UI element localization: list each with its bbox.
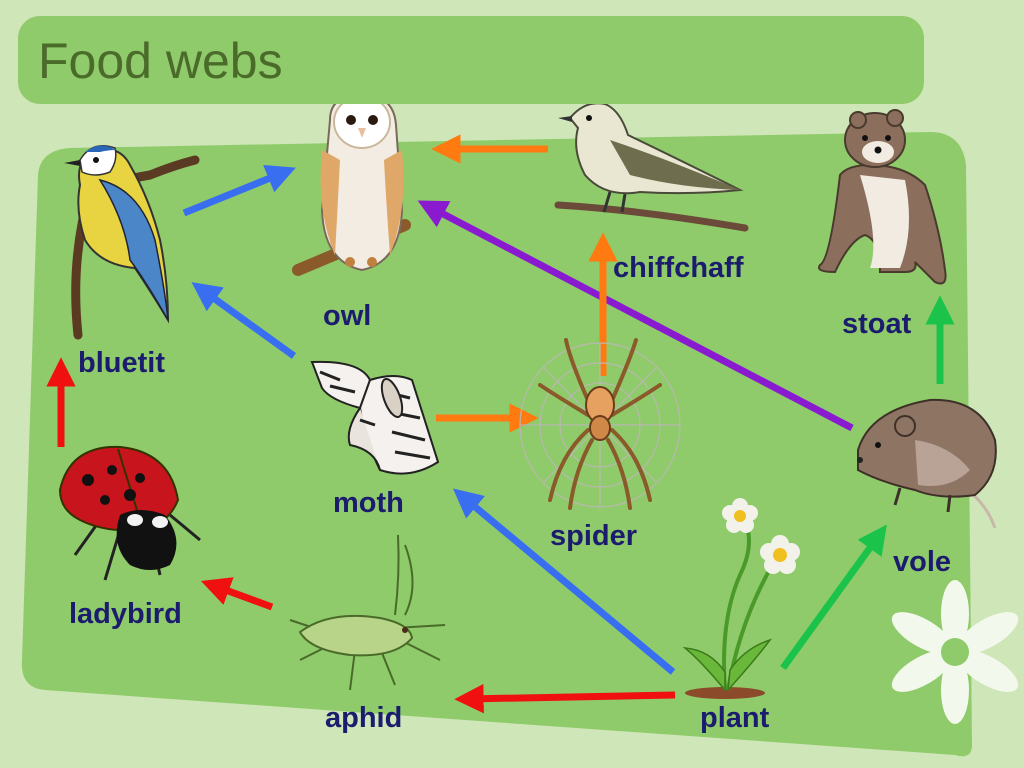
bluetit-label: bluetit xyxy=(78,347,165,379)
arrow-bluetit-to-owl xyxy=(182,165,296,217)
owl-icon xyxy=(292,92,411,276)
plant-icon xyxy=(682,498,800,699)
bluetit-icon xyxy=(64,145,200,340)
arrow-moth-to-bluetit xyxy=(191,282,297,359)
ladybird-label: ladybird xyxy=(69,598,182,630)
arrow-plant-to-aphid xyxy=(454,683,676,714)
arrow-aphid-to-ladybird xyxy=(200,577,274,611)
chiffchaff-icon xyxy=(554,102,749,232)
aphid-icon xyxy=(289,534,446,691)
owl-label: owl xyxy=(323,300,371,332)
stoat-label: stoat xyxy=(842,308,912,340)
arrow-plant-to-moth xyxy=(452,488,676,675)
vole-label: vole xyxy=(893,546,951,578)
stoat-icon xyxy=(818,109,947,285)
moth-icon xyxy=(310,360,440,475)
aphid-label: aphid xyxy=(325,702,402,734)
title-bar: Food webs xyxy=(18,16,924,104)
spider-label: spider xyxy=(550,520,637,552)
moth-label: moth xyxy=(333,487,404,519)
feeding-arrows xyxy=(46,134,955,714)
plant-label: plant xyxy=(700,702,770,734)
decorative-flower-icon xyxy=(891,580,1019,724)
arrow-plant-to-vole xyxy=(780,524,887,671)
vole-icon xyxy=(857,398,997,529)
spider-icon xyxy=(519,338,681,510)
arrow-vole-to-owl xyxy=(417,200,854,432)
page-title: Food webs xyxy=(38,33,283,89)
web-panel xyxy=(21,132,972,757)
ladybird-icon xyxy=(58,445,201,581)
chiffchaff-label: chiffchaff xyxy=(613,252,744,284)
